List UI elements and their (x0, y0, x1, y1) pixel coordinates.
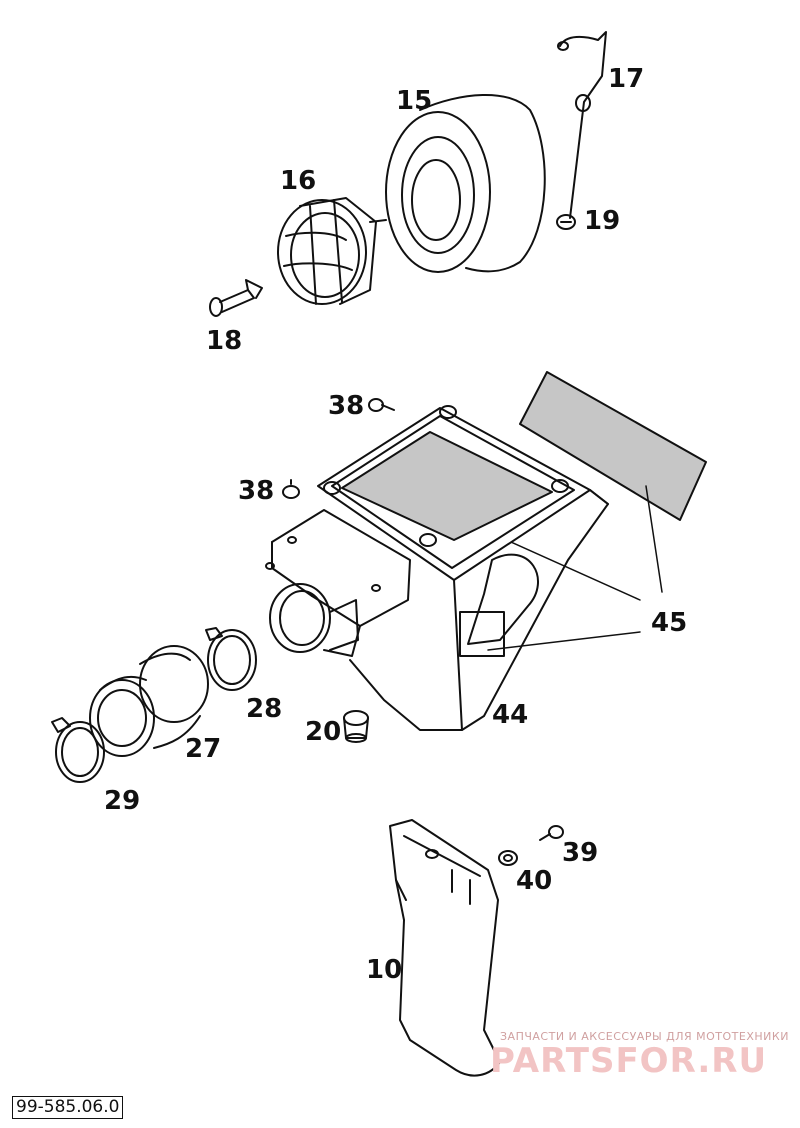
callout-15: 15 (396, 86, 433, 116)
part-15-air-filter (385, 94, 546, 273)
callout-40: 40 (516, 866, 553, 896)
callout-28: 28 (246, 694, 283, 724)
part-40-washer (498, 850, 518, 866)
part-18-filter-bolt (209, 279, 263, 317)
callout-17: 17 (608, 64, 645, 94)
part-20-drain-plug (343, 710, 369, 743)
part-45-gasket (519, 371, 707, 521)
callout-19: 19 (584, 206, 621, 236)
callout-39: 39 (562, 838, 599, 868)
callout-29: 29 (104, 786, 141, 816)
callout-44: 44 (492, 700, 529, 730)
callout-38-left: 38 (238, 476, 275, 506)
watermark-logo: PARTSFOR.RU (490, 1041, 768, 1081)
callout-27: 27 (185, 734, 222, 764)
part-39-screw (539, 825, 564, 841)
callout-18: 18 (206, 326, 243, 356)
callout-20: 20 (305, 717, 342, 747)
callout-10: 10 (366, 955, 403, 985)
part-27-intake-boot (89, 645, 209, 757)
part-38-screw-left (282, 479, 300, 499)
watermark-tagline: ЗАПЧАСТИ И АКСЕССУАРЫ ДЛЯ МОТОТЕХНИКИ (500, 1030, 789, 1043)
part-10-mud-flap (389, 819, 501, 1077)
part-44-airbox (265, 405, 609, 731)
callout-45: 45 (651, 608, 688, 638)
part-16-filter-cage (277, 197, 387, 305)
callout-16: 16 (280, 166, 317, 196)
drawing-reference-number: 99-585.06.0 (12, 1096, 124, 1119)
part-28-hose-clamp (205, 627, 257, 691)
part-29-hose-clamp (51, 717, 105, 783)
part-38-screw-upper (368, 398, 395, 412)
part-17-wire-clip (557, 31, 607, 219)
callout-38-upper: 38 (328, 391, 365, 421)
part-19-nut (556, 214, 576, 230)
